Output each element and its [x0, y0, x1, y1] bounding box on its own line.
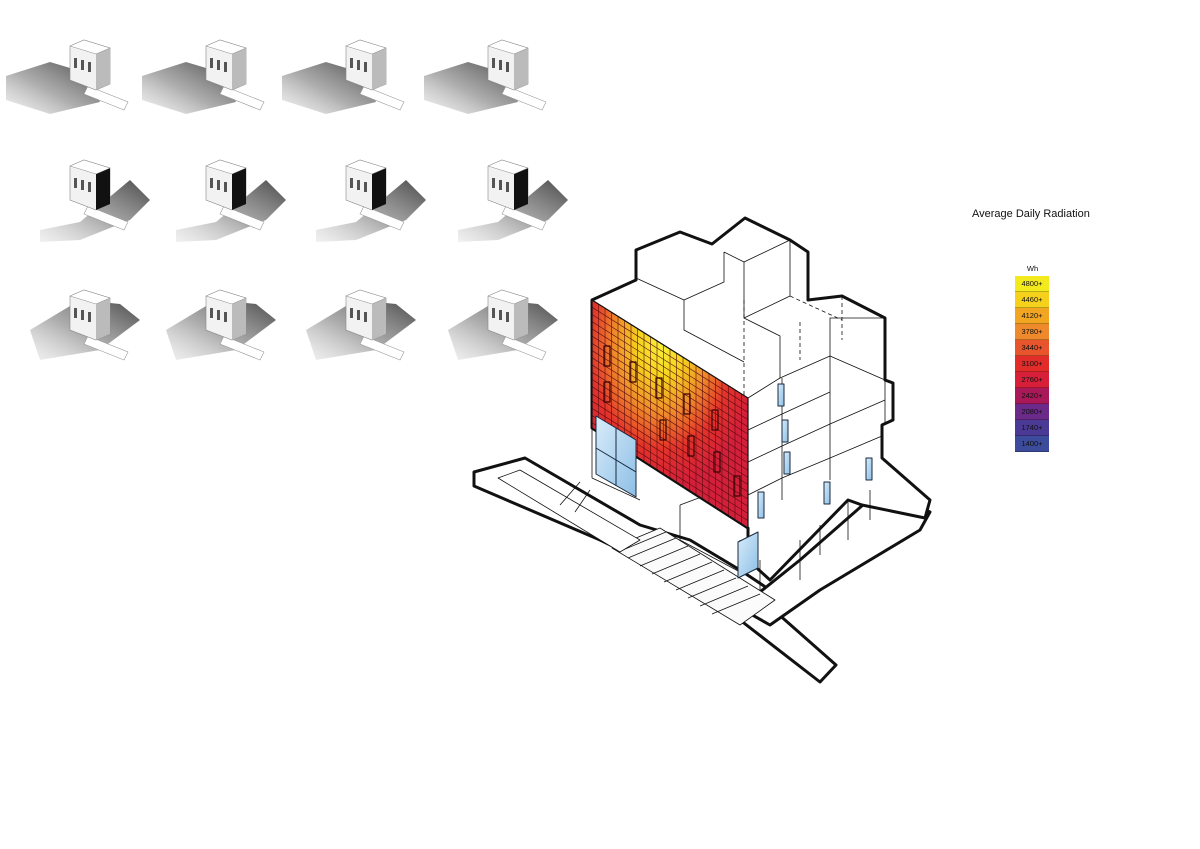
glazing [595, 383, 873, 579]
facade-grid-line [592, 314, 748, 413]
legend-swatch: 2760+ [1015, 372, 1049, 388]
legend-swatch: 4800+ [1015, 276, 1049, 292]
legend-swatch: 3780+ [1015, 324, 1049, 340]
legend-swatch: 2420+ [1015, 388, 1049, 404]
site-slab-right [738, 488, 932, 627]
shadow-study-thumbnail [6, 39, 129, 114]
shadow-study-thumbnail [176, 159, 286, 242]
facade-grid-line [592, 328, 748, 428]
legend-swatch: 4460+ [1015, 292, 1049, 308]
shadow-study-thumbnail [142, 39, 265, 114]
building-axonometric [472, 216, 932, 684]
shadow-study-thumbnail [316, 159, 426, 242]
shadow-study-thumbnail [458, 159, 568, 242]
facade-grid-line [592, 400, 748, 500]
shadow-study-thumbnail [166, 289, 276, 361]
volume-edges [591, 239, 886, 590]
legend-title: Average Daily Radiation [972, 208, 1090, 220]
shadow-study-thumbnail [30, 289, 140, 361]
ramp [497, 469, 641, 553]
facade-grid-line [592, 408, 748, 507]
facade-grid-line [592, 321, 748, 420]
shadow-study-thumbnail [40, 159, 150, 242]
facade-grid-line [592, 364, 748, 464]
legend-swatch: 1400+ [1015, 436, 1049, 452]
shadow-study-thumbnail [424, 39, 547, 114]
legend-unit: Wh [1026, 264, 1039, 273]
facade-grid-line [592, 371, 748, 471]
shadow-study-grid [6, 39, 568, 361]
legend-swatch: 2080+ [1015, 404, 1049, 420]
legend-swatch: 4120+ [1015, 308, 1049, 324]
shadow-study-thumbnail [306, 289, 416, 361]
entry-stairs [611, 527, 776, 626]
legend-swatch: 3440+ [1015, 340, 1049, 356]
facade-grid-line [592, 393, 748, 493]
facade-grid-line [592, 379, 748, 478]
facade-grid-line [592, 386, 748, 485]
shadow-study-thumbnail [282, 39, 405, 114]
hidden-lines [743, 295, 843, 395]
radiation-legend: 4800+4460+4120+3780+3440+3100+2760+2420+… [1015, 276, 1049, 452]
facade-grid-line [592, 335, 748, 435]
facade-grid-line [592, 350, 748, 449]
facade-windows [603, 345, 741, 497]
legend-swatch: 1740+ [1015, 420, 1049, 436]
facade-grid-line [592, 357, 748, 457]
legend-swatch: 3100+ [1015, 356, 1049, 372]
shadow-study-thumbnail [448, 289, 558, 361]
facade-grid-line [592, 306, 748, 406]
facade-grid-line [592, 343, 748, 442]
